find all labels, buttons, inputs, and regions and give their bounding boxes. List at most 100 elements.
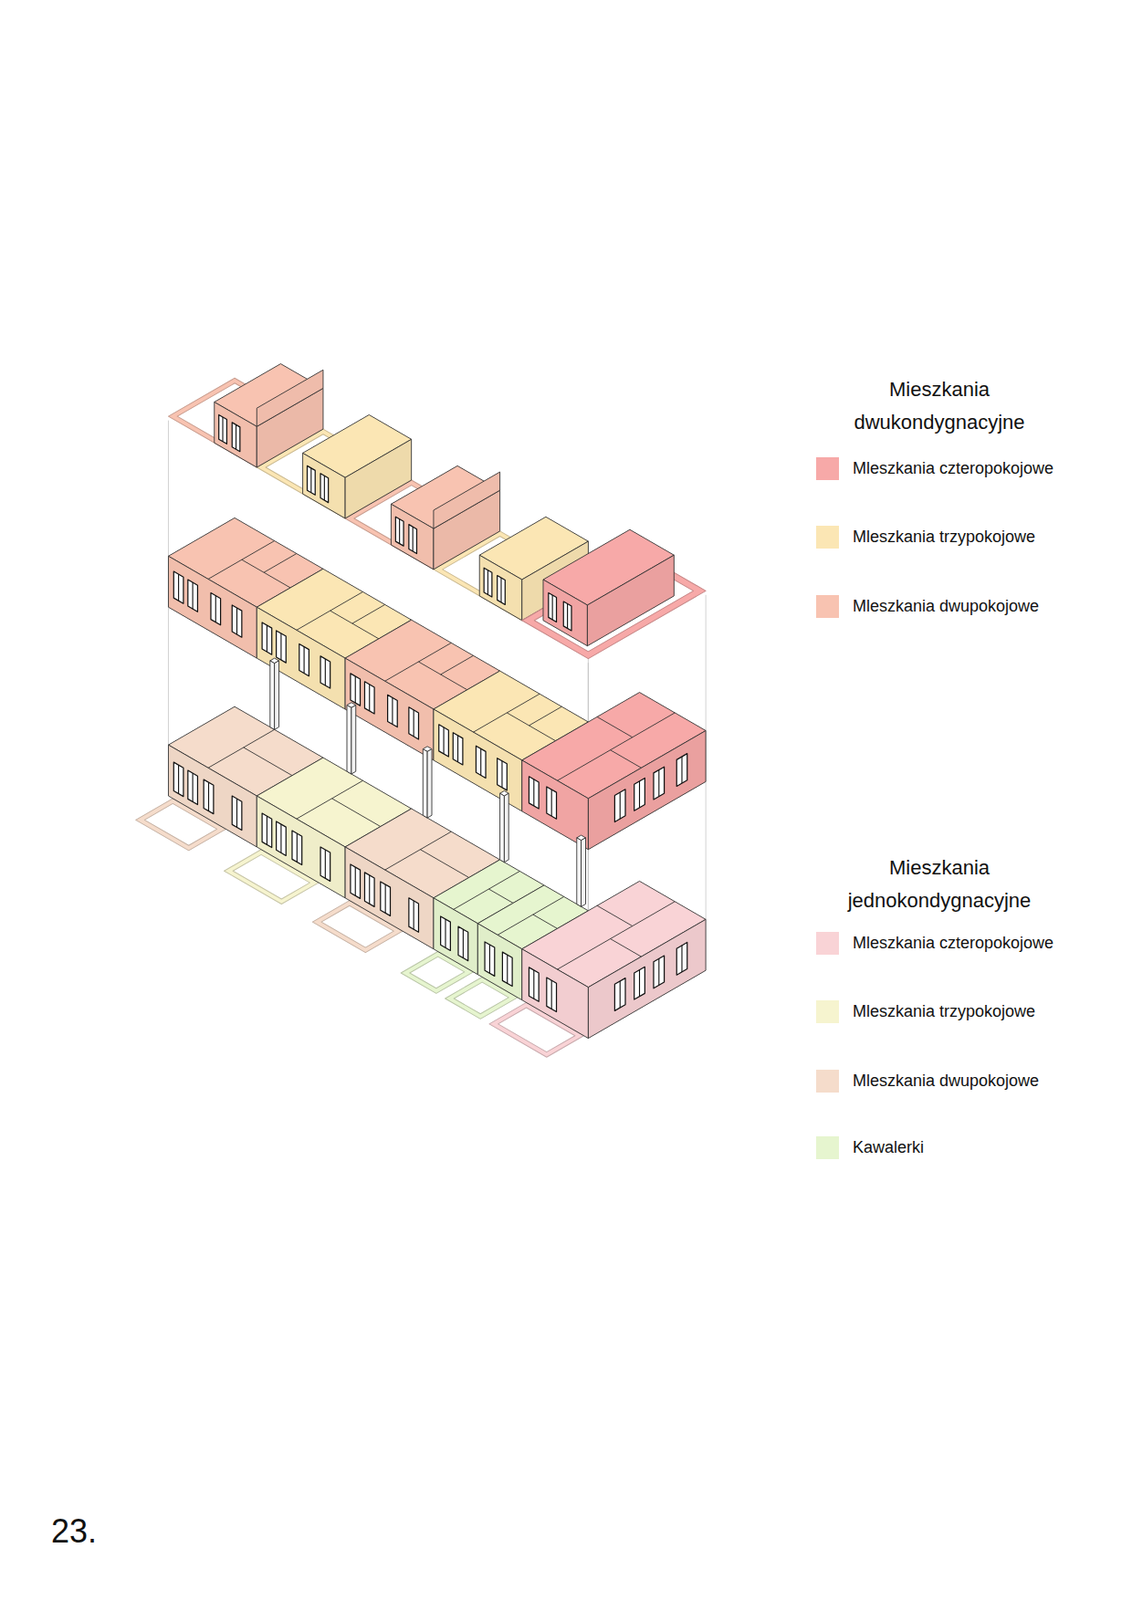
- window: [203, 779, 214, 814]
- window-mullion: [658, 770, 660, 797]
- window: [497, 576, 506, 606]
- wall-line: [418, 661, 467, 691]
- front-wall: [345, 847, 434, 950]
- window: [676, 942, 688, 975]
- window-mullion: [412, 526, 414, 552]
- wall-line: [385, 831, 452, 870]
- wall-line: [243, 747, 293, 776]
- window-mullion: [566, 604, 568, 629]
- page-number: 23.: [51, 1511, 161, 1552]
- window-mullion: [533, 970, 535, 999]
- front-wall: [345, 658, 434, 761]
- wall-line: [208, 729, 275, 768]
- window-mullion: [551, 980, 553, 1009]
- legend-swatch: [816, 1000, 839, 1024]
- legend-swatch: [816, 932, 839, 955]
- window: [188, 770, 199, 805]
- window-mullion: [368, 684, 370, 712]
- wall-line: [352, 604, 386, 624]
- window: [458, 926, 469, 961]
- window: [440, 916, 451, 951]
- window-mullion: [236, 607, 238, 635]
- front-wall: [214, 401, 258, 468]
- window-mullion: [280, 633, 282, 661]
- wall-line: [533, 914, 558, 929]
- front-wall: [543, 579, 587, 647]
- window-mullion: [236, 798, 238, 828]
- window: [614, 978, 626, 1012]
- window-mullion: [533, 779, 535, 807]
- wall-line: [497, 896, 565, 935]
- legend-text: Mleszkania trzypokojowe: [852, 1001, 1036, 1022]
- window-mullion: [280, 824, 282, 853]
- window-mullion: [487, 570, 489, 596]
- window: [307, 465, 316, 495]
- window: [563, 601, 572, 631]
- window-mullion: [192, 582, 194, 609]
- front-wall: [167, 744, 257, 848]
- wall-line: [506, 712, 556, 742]
- window: [173, 571, 184, 604]
- window-mullion: [355, 676, 357, 703]
- wall-line: [597, 905, 633, 926]
- window-mullion: [178, 574, 179, 601]
- legend-text: Mleszkania dwupokojowe: [852, 596, 1039, 617]
- window: [408, 898, 420, 933]
- window: [497, 758, 508, 791]
- window-mullion: [658, 958, 660, 986]
- window: [231, 796, 242, 830]
- front-wall: [390, 503, 434, 570]
- parapet-wall: [433, 471, 501, 529]
- wall-line: [488, 889, 514, 903]
- window: [262, 622, 273, 655]
- window: [483, 567, 493, 598]
- wall-line: [263, 554, 297, 574]
- window-mullion: [235, 424, 237, 450]
- window-mullion: [178, 765, 179, 794]
- window: [262, 813, 273, 848]
- wall-line: [208, 541, 275, 580]
- window-mullion: [639, 970, 640, 997]
- window-mullion: [221, 417, 223, 442]
- window-mullion: [500, 577, 502, 603]
- front-wall: [270, 660, 275, 730]
- window: [188, 579, 199, 612]
- window: [219, 414, 228, 444]
- window-mullion: [310, 468, 312, 493]
- window: [653, 766, 665, 800]
- window-mullion: [215, 596, 217, 623]
- window: [634, 777, 646, 811]
- window: [548, 593, 557, 623]
- legend-text: Mleszkania czteropokojowe: [852, 932, 1054, 954]
- front-wall: [303, 452, 346, 519]
- legend-text: Mleszkania czteropokojowe: [852, 458, 1054, 479]
- wall-line: [296, 591, 364, 630]
- side-wall: [581, 838, 587, 907]
- window-mullion: [552, 595, 554, 620]
- window-mullion: [413, 710, 415, 737]
- wall-line: [241, 559, 291, 588]
- window-mullion: [619, 792, 621, 819]
- side-wall: [587, 730, 706, 849]
- window: [364, 681, 375, 714]
- side-wall: [586, 555, 674, 647]
- window: [387, 694, 399, 727]
- wall-line: [610, 939, 642, 958]
- wall-line: [528, 706, 562, 726]
- window-mullion: [324, 475, 325, 501]
- window: [653, 955, 665, 989]
- window-mullion: [208, 782, 210, 811]
- wall-line: [440, 655, 474, 675]
- window-mullion: [266, 816, 268, 845]
- wall-line: [330, 610, 379, 640]
- window-mullion: [480, 748, 482, 776]
- window: [231, 605, 242, 638]
- window-mullion: [443, 727, 445, 755]
- window-mullion: [266, 625, 268, 652]
- side-wall: [503, 793, 509, 862]
- window-mullion: [296, 833, 298, 862]
- window-mullion: [355, 867, 357, 896]
- window: [676, 754, 688, 787]
- window-mullion: [501, 761, 503, 788]
